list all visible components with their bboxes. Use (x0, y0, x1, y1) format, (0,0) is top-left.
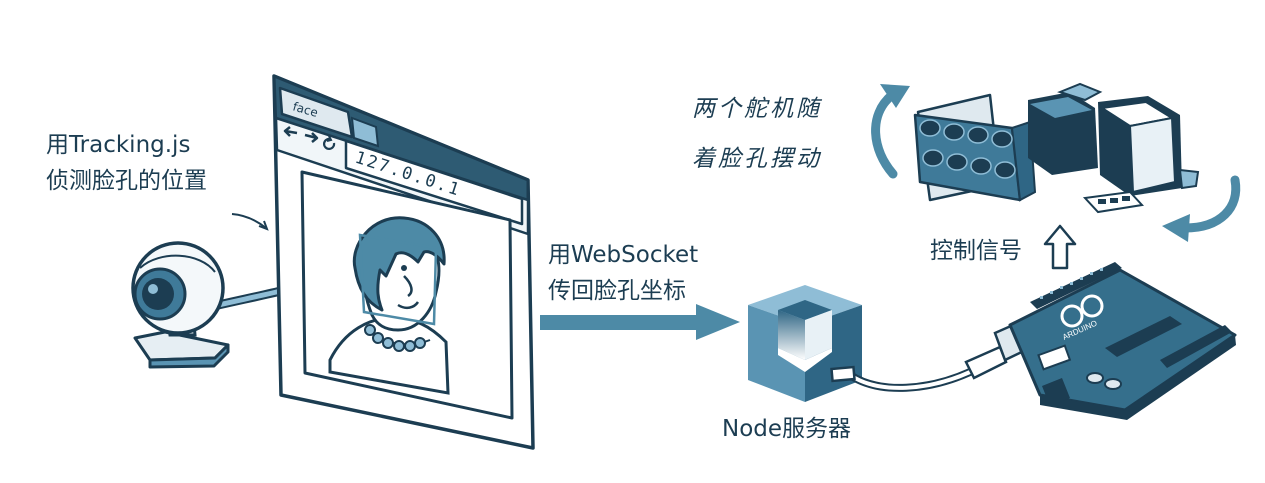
servo-label-line1: 两个舵机随 (692, 96, 822, 122)
servo-assembly (913, 82, 1200, 214)
rotate-arrow-left-icon (871, 84, 910, 179)
reload-icon[interactable] (323, 135, 336, 150)
node-server-cube (748, 285, 862, 402)
websocket-label-line2: 传回脸孔坐标 (548, 278, 686, 304)
websocket-label-line1: 用WebSocket (548, 242, 699, 268)
control-signal-arrow (1043, 224, 1077, 270)
back-arrow-icon[interactable] (283, 126, 298, 137)
forward-arrow-icon[interactable] (304, 132, 319, 143)
control-signal-label: 控制信号 (930, 238, 1022, 264)
browser-tab-title: face (291, 99, 319, 120)
node-server-label: Node服务器 (722, 416, 852, 442)
browser-window (272, 74, 535, 450)
rotate-arrow-right-icon (1162, 175, 1241, 242)
webcam-icon (131, 241, 290, 369)
servo-label-line2: 着脸孔摆动 (692, 146, 822, 172)
tracking-label-line2: 侦测脸孔的位置 (46, 168, 207, 194)
arduino-board: ARDUINO (1008, 262, 1237, 420)
portrait-face (328, 216, 450, 395)
websocket-arrow (540, 304, 740, 340)
tracking-label-line1: 用Tracking.js (46, 132, 191, 158)
pointer-arrow (231, 213, 267, 229)
